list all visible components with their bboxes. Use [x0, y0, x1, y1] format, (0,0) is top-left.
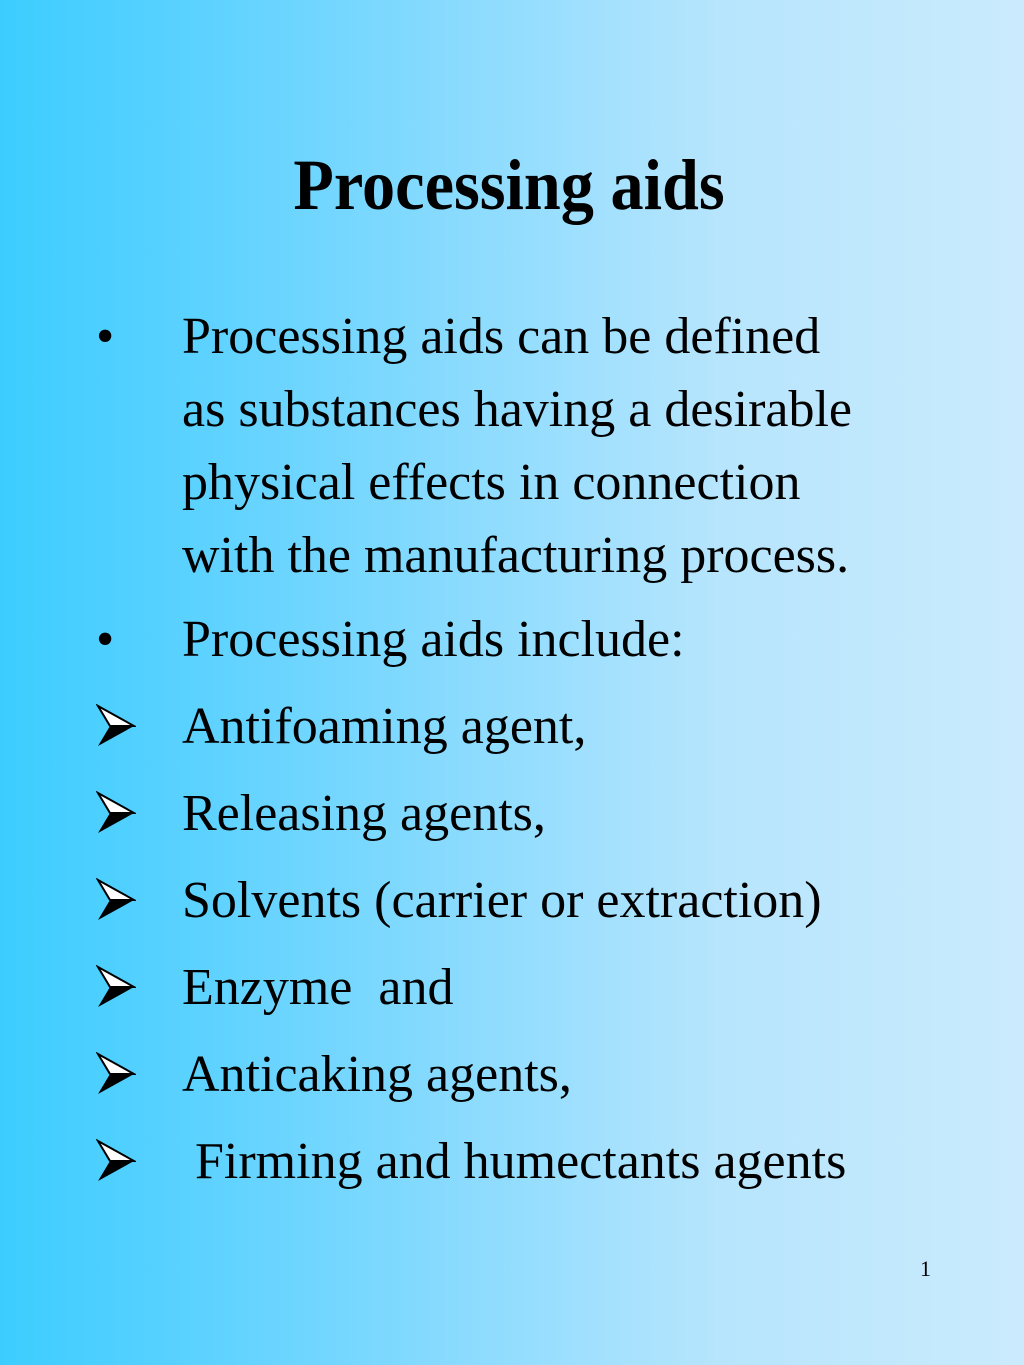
bullet-line: with the manufacturing process.	[182, 527, 850, 584]
bullet-line: Processing aids include:	[182, 611, 685, 668]
bullet-dot-icon: •	[96, 308, 115, 365]
bullet-line: Anticaking agents,	[182, 1046, 572, 1103]
bullet-line: Releasing agents,	[182, 785, 546, 842]
bullet-line: Enzyme and	[182, 959, 454, 1016]
bullet-line: Antifoaming agent,	[182, 698, 587, 755]
slide-title: Processing aids	[293, 145, 725, 225]
bullet-line: physical effects in connection	[182, 454, 801, 511]
bullet-line: Firming and humectants agents	[182, 1133, 847, 1190]
page-number: 1	[920, 1256, 931, 1281]
bullet-dot-icon: •	[96, 611, 115, 668]
bullet-line: Processing aids can be defined	[182, 308, 821, 365]
bullet-line: as substances having a desirable	[182, 381, 853, 438]
bullet-line: Solvents (carrier or extraction)	[182, 872, 822, 929]
